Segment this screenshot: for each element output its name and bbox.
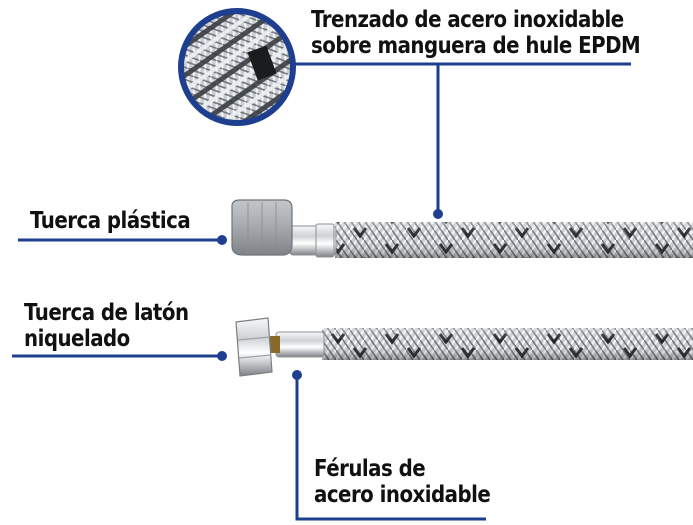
plastic-nut-callout-dot (217, 235, 227, 245)
ferrules-label-line1: Férulas de (314, 456, 426, 482)
hose-brass-nut (235, 317, 693, 377)
plastic-nut-label-line1: Tuerca plástica (30, 208, 191, 234)
brass-nut-label: Tuerca de latón niquelado (24, 300, 189, 352)
braid-label-line1: Trenzado de acero inoxidable (311, 7, 624, 33)
ferrules-label: Férulas de acero inoxidable (314, 456, 491, 508)
brass-nut-callout-dot (217, 351, 227, 361)
ferrules-callout-dot (292, 370, 302, 380)
brass-nut (235, 317, 273, 377)
ferrules-callout-line (295, 376, 486, 521)
braid-closeup (178, 8, 296, 126)
plastic-nut-label: Tuerca plástica (30, 208, 191, 234)
ferrules-label-line2: acero inoxidable (314, 482, 491, 508)
braid-callout-dot (433, 209, 443, 219)
hose-plastic-nut (231, 199, 693, 258)
braid-label: Trenzado de acero inoxidable sobre mangu… (311, 7, 641, 59)
brass-nut-label-line1: Tuerca de latón (24, 300, 189, 326)
callout-lines (12, 62, 631, 521)
brass-nut-label-line2: niquelado (24, 326, 130, 352)
braid-label-line2: sobre manguera de hule EPDM (311, 33, 641, 59)
